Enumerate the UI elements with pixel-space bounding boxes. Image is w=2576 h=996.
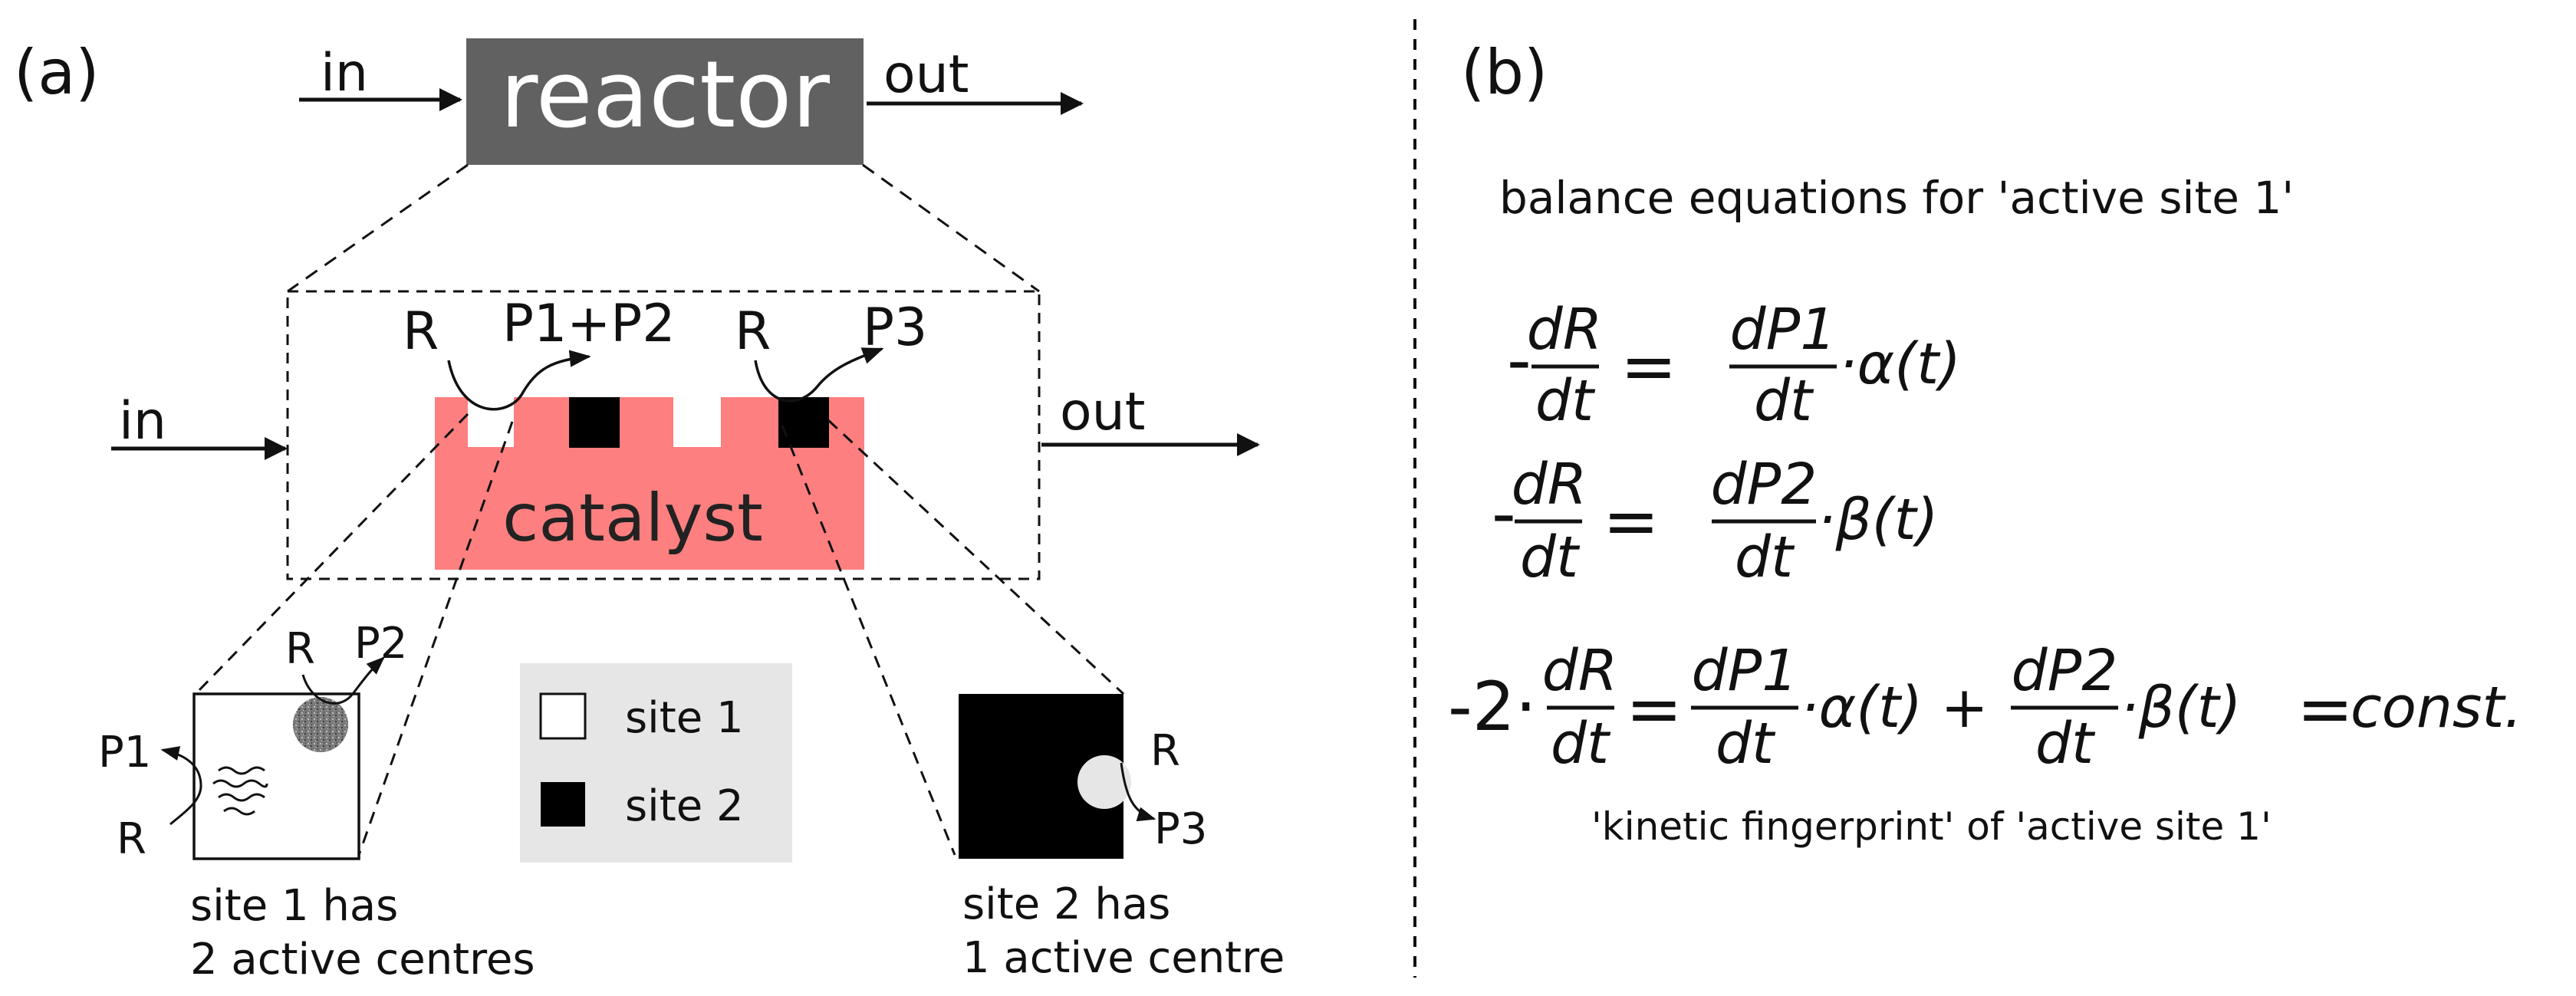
reaction1-reactant: R: [403, 301, 439, 362]
site1-detail-R-bottom: R: [117, 814, 146, 864]
site1-detail-arrow-top: [301, 656, 385, 705]
site1-caption-line2: 2 active centres: [190, 935, 535, 984]
reaction1-arrow: [447, 350, 591, 411]
panel-b-label: (b): [1461, 37, 1548, 108]
site2-detail-R: R: [1150, 726, 1180, 776]
balance-heading: balance equations for 'active site 1': [1499, 172, 2294, 224]
eq3-equals1: =: [1626, 669, 1683, 748]
legend-site2-swatch: [541, 782, 585, 827]
kinetic-fingerprint-caption: 'kinetic fingerprint' of 'active site 1': [1591, 804, 2272, 849]
eq2-sign: -: [1492, 474, 1516, 553]
site2-caption-line1: site 2 has: [962, 879, 1170, 929]
eq2-rhs-num: dP2: [1711, 452, 1818, 518]
site1-active-centre-top: [293, 697, 348, 752]
eq1-rhs-tail: ·α(t): [1839, 331, 1961, 397]
equation-3: -2· dR dt = dP1 dt ·α(t) + dP2 dt ·β(t) …: [1448, 638, 2522, 777]
site2-caption-line2: 1 active centre: [962, 933, 1285, 983]
site2-active-centre: [1077, 755, 1131, 809]
eq3-t1-tail: ·α(t) +: [1801, 675, 1989, 741]
reaction2-product: P3: [863, 297, 927, 358]
site1-caption-line1: site 1 has: [190, 881, 398, 931]
eq1-rhs-num: dP1: [1730, 297, 1837, 363]
site1-zoom-line-left: [194, 413, 469, 695]
zoom-line-right: [862, 163, 1040, 293]
eq3-sign: -2·: [1448, 667, 1537, 746]
legend-site1-label: site 1: [625, 693, 744, 743]
eq3-t1-den: dt: [1716, 711, 1776, 777]
eq3-const: const.: [2351, 675, 2522, 741]
reaction2-reactant: R: [735, 301, 771, 362]
eq3-lhs-den: dt: [1551, 711, 1611, 777]
site1-detail-R-top: R: [285, 624, 315, 674]
reactor-box: [466, 38, 864, 165]
site2-zoom-line-right: [827, 419, 1125, 695]
eq3-t2-tail: ·β(t): [2120, 675, 2242, 741]
site2-detail-arrow: [1120, 762, 1156, 822]
top-in-label: in: [321, 43, 368, 104]
eq1-equals: =: [1620, 327, 1677, 406]
top-out-label: out: [883, 44, 969, 105]
site1-detail-P1: P1: [98, 728, 151, 777]
site2-zoom-line-left: [781, 425, 956, 856]
eq3-lhs-num: dR: [1542, 638, 1617, 704]
legend-site2-label: site 2: [625, 781, 744, 831]
eq2-rhs-tail: ·β(t): [1818, 487, 1939, 553]
eq1-lhs-den: dt: [1535, 368, 1596, 434]
reactor-label: reactor: [500, 42, 831, 149]
site1-detail-arrow-left: [160, 746, 202, 826]
eq2-rhs-den: dt: [1735, 524, 1795, 590]
eq1-sign: -: [1507, 320, 1531, 399]
eq3-equals2: =: [2297, 669, 2354, 748]
site1-active-centre-wavy: [212, 766, 268, 816]
eq1-lhs-num: dR: [1527, 297, 1602, 363]
site1-zoom-line-right: [357, 421, 514, 856]
eq3-t2-num: dP2: [2012, 638, 2118, 704]
mid-in-label: in: [119, 391, 166, 452]
eq3-t1-num: dP1: [1692, 638, 1798, 704]
eq2-lhs-den: dt: [1520, 524, 1581, 590]
site2-detail-P3: P3: [1154, 804, 1207, 854]
eq1-rhs-den: dt: [1754, 368, 1814, 434]
eq2-equals: =: [1603, 482, 1660, 560]
mid-out-label: out: [1060, 382, 1145, 442]
legend-site1-swatch: [539, 692, 587, 740]
equation-2: - dR dt = dP2 dt ·β(t): [1492, 452, 1939, 590]
eq2-lhs-num: dR: [1512, 452, 1587, 518]
zoom-line-left: [287, 163, 469, 293]
eq3-t2-den: dt: [2035, 711, 2096, 777]
catalyst-site1-b: [673, 397, 721, 447]
catalyst-zoom-frame: [286, 290, 1041, 580]
catalyst-site2-b: [778, 397, 829, 448]
reaction2-arrow: [754, 347, 884, 403]
reaction1-products: P1+P2: [502, 294, 676, 354]
catalyst-site2-a: [569, 397, 620, 448]
catalyst-label: catalyst: [502, 480, 763, 557]
panel-a-label: (a): [14, 37, 99, 108]
equation-1: - dR dt = dP1 dt ·α(t): [1507, 297, 1961, 434]
